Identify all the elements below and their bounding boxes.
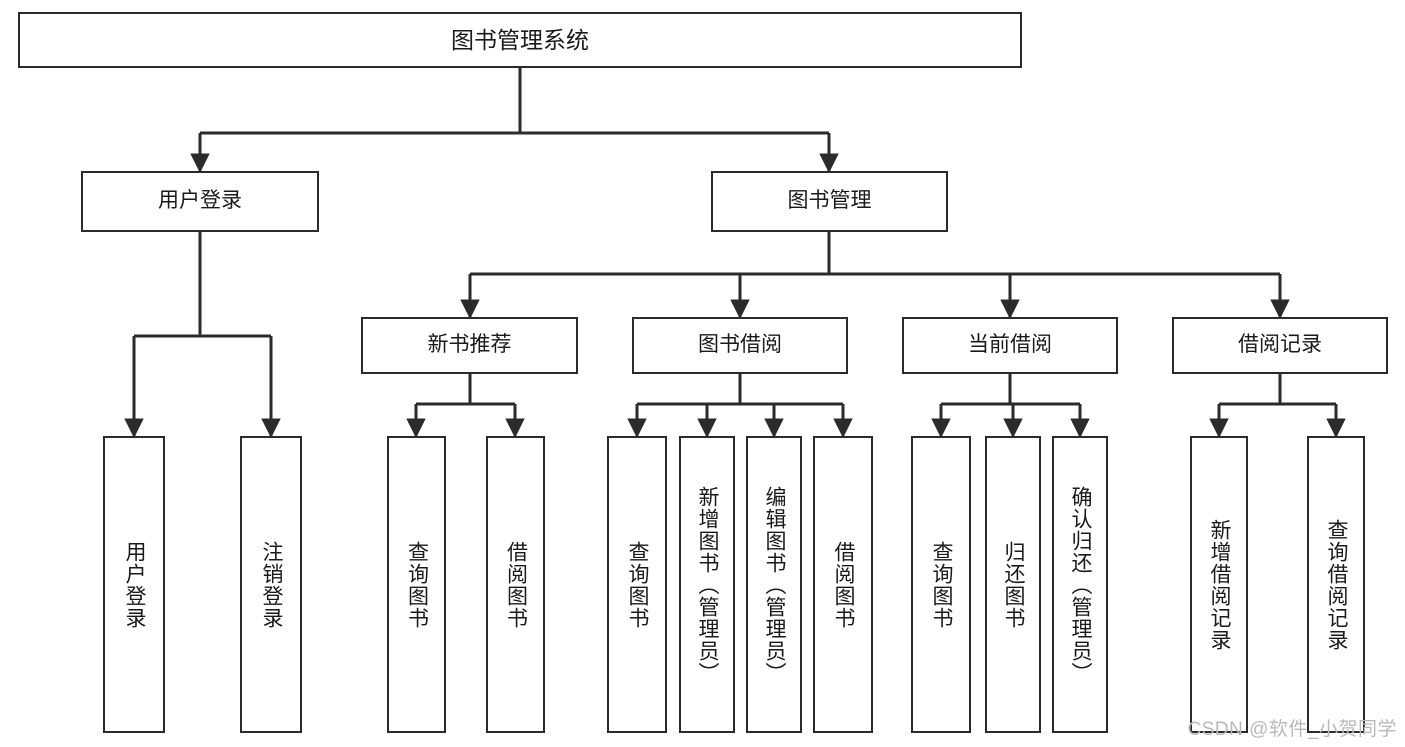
leaf-current-return-book-label: 归还图书 — [1002, 540, 1026, 629]
leaf-newbook-borrow-book[interactable]: 借阅图书 — [486, 436, 545, 733]
node-new-book-recommend-label: 新书推荐 — [427, 333, 512, 357]
leaf-borrow-borrow-book-label: 借阅图书 — [832, 540, 856, 629]
leaf-current-confirm-return-admin-label: 确认归还（管理员） — [1069, 485, 1093, 684]
leaf-current-confirm-return-admin[interactable]: 确认归还（管理员） — [1052, 436, 1108, 733]
leaf-borrow-add-book-admin[interactable]: 新增图书（管理员） — [679, 436, 735, 733]
leaf-borrow-edit-book-admin[interactable]: 编辑图书（管理员） — [746, 436, 802, 733]
node-book-management-label: 图书管理 — [787, 189, 872, 213]
leaf-user-login-label: 用户登录 — [123, 540, 147, 629]
node-book-borrow-label: 图书借阅 — [698, 333, 782, 357]
csdn-watermark: CSDN @软件_小贺同学 — [1187, 719, 1397, 740]
leaf-record-query-record[interactable]: 查询借阅记录 — [1307, 436, 1365, 733]
leaf-user-logout-label: 注销登录 — [260, 540, 284, 629]
leaf-newbook-borrow-book-label: 借阅图书 — [504, 540, 528, 629]
leaf-record-add-record[interactable]: 新增借阅记录 — [1190, 436, 1248, 733]
node-current-borrow[interactable]: 当前借阅 — [902, 317, 1118, 374]
leaf-user-logout[interactable]: 注销登录 — [240, 436, 302, 733]
node-current-borrow-label: 当前借阅 — [968, 333, 1052, 357]
node-root[interactable]: 图书管理系统 — [18, 12, 1022, 68]
leaf-current-query-book-label: 查询图书 — [930, 540, 954, 629]
node-book-management[interactable]: 图书管理 — [711, 171, 948, 232]
leaf-current-query-book[interactable]: 查询图书 — [911, 436, 971, 733]
leaf-borrow-query-book-label: 查询图书 — [626, 540, 650, 629]
leaf-record-query-record-label: 查询借阅记录 — [1325, 518, 1349, 651]
node-user-login[interactable]: 用户登录 — [81, 171, 319, 232]
node-root-label: 图书管理系统 — [451, 26, 589, 53]
node-borrow-record[interactable]: 借阅记录 — [1172, 317, 1388, 374]
leaf-borrow-borrow-book[interactable]: 借阅图书 — [813, 436, 873, 733]
node-new-book-recommend[interactable]: 新书推荐 — [361, 317, 578, 374]
node-borrow-record-label: 借阅记录 — [1238, 333, 1322, 357]
leaf-borrow-query-book[interactable]: 查询图书 — [607, 436, 667, 733]
node-user-login-label: 用户登录 — [158, 189, 242, 213]
leaf-current-return-book[interactable]: 归还图书 — [985, 436, 1041, 733]
leaf-user-login[interactable]: 用户登录 — [103, 436, 165, 733]
leaf-newbook-query-book[interactable]: 查询图书 — [387, 436, 446, 733]
leaf-borrow-edit-book-admin-label: 编辑图书（管理员） — [763, 485, 787, 684]
leaf-borrow-add-book-admin-label: 新增图书（管理员） — [696, 485, 720, 684]
leaf-record-add-record-label: 新增借阅记录 — [1208, 518, 1232, 651]
node-book-borrow[interactable]: 图书借阅 — [632, 317, 848, 374]
leaf-newbook-query-book-label: 查询图书 — [405, 540, 429, 629]
